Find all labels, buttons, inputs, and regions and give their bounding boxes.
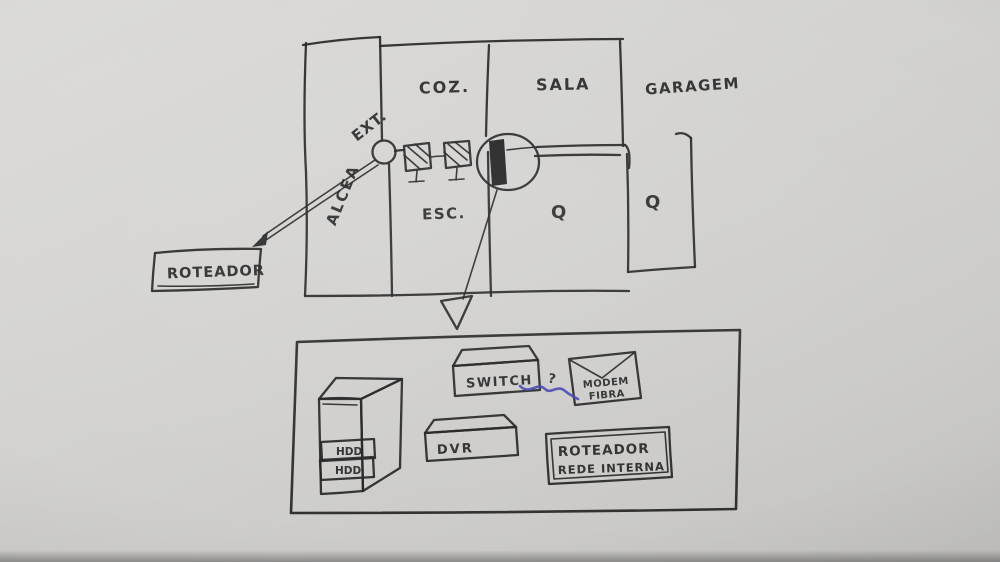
switch-bar-link (506, 146, 538, 151)
router-callout-underline (157, 283, 255, 288)
rack-side-face (359, 377, 404, 493)
router-arrow-line-2 (265, 164, 379, 241)
modem-box (567, 350, 643, 407)
outlet-connector (430, 155, 445, 158)
wall-q-right (625, 152, 630, 274)
room-label-ext: EXT. (348, 107, 390, 145)
wall-garagem-right (689, 136, 697, 269)
wall-leftroom-top (301, 35, 382, 47)
internal-router-label-line2: REDE INTERNA (558, 459, 666, 477)
modem-fold-lines (569, 352, 635, 379)
question-mark-annotation: ? (547, 371, 557, 387)
wall-garagem-top-hook (674, 131, 693, 140)
outlet-left-stem (408, 170, 425, 183)
modem-label-line1: MODEM (582, 376, 629, 391)
router-arrowhead (252, 231, 268, 247)
hdd-tray-bottom (318, 455, 376, 482)
router-arrow-line-1 (262, 159, 376, 237)
wall-leftroom-right-lower (387, 162, 394, 298)
switch-box-front (451, 358, 542, 398)
dvr-label: DVR (437, 441, 475, 458)
conduit-bottom-line (533, 153, 622, 158)
conduit-top-line (535, 143, 627, 149)
room-label-garagem: GARAGEM (644, 74, 740, 99)
hdd-tray-top (319, 437, 377, 463)
wall-switch-bar (489, 139, 507, 186)
internal-router-label-line1: ROTEADOR (558, 441, 650, 460)
room-label-alcea: ALCEA (322, 162, 363, 228)
outlet-right-hatch (443, 141, 471, 167)
labels: EXT. ALCEA COZ. SALA GARAGEM ESC. Q Q RO… (167, 74, 741, 477)
internal-router-box-outer (544, 425, 674, 486)
switch-highlight-circle (475, 132, 541, 192)
dvr-box-front (423, 425, 520, 463)
outlet-right-stem (448, 167, 465, 181)
conduit-end-hook (623, 143, 631, 170)
wall-garagem-bottom (626, 265, 697, 274)
room-label-sala: SALA (536, 74, 591, 94)
modem-label-line2: FIBRA (588, 388, 625, 402)
wall-top (378, 37, 625, 48)
rack-top-face (317, 376, 404, 401)
wall-left (303, 41, 308, 298)
router-callout-label: ROTEADOR (167, 263, 266, 282)
rack-inner-line (322, 403, 358, 406)
room-label-esc: ESC. (422, 204, 466, 224)
outlet-box-left (402, 141, 433, 173)
wall-leftroom-right-upper (378, 35, 384, 142)
internal-router-box-inner (550, 431, 669, 480)
detail-box-outline (289, 328, 742, 515)
wall-coz-sala-divider (484, 43, 491, 138)
outlet-left-hatch (403, 143, 431, 170)
room-label-q-left: Q (551, 202, 566, 223)
hdd-label-bottom: HDD (335, 465, 362, 477)
wall-esc-q-divider (486, 150, 493, 298)
outlet-box-right (442, 139, 473, 170)
detail-arrowhead (439, 294, 474, 331)
router-point-circle (371, 139, 397, 165)
blue-connection-squiggle (518, 384, 580, 401)
wall-sala-garagem-divider (618, 39, 625, 148)
hdd-label-top: HDD (336, 446, 363, 458)
floor-plan (150, 35, 697, 331)
switch-label: SWITCH (466, 373, 534, 391)
detail-arrow-line (462, 189, 498, 300)
equipment-detail (289, 328, 742, 515)
room-label-q-right: Q (645, 192, 660, 213)
router-callout-box (150, 247, 263, 293)
room-label-coz: COZ. (419, 77, 471, 98)
wall-bottom (303, 289, 631, 298)
